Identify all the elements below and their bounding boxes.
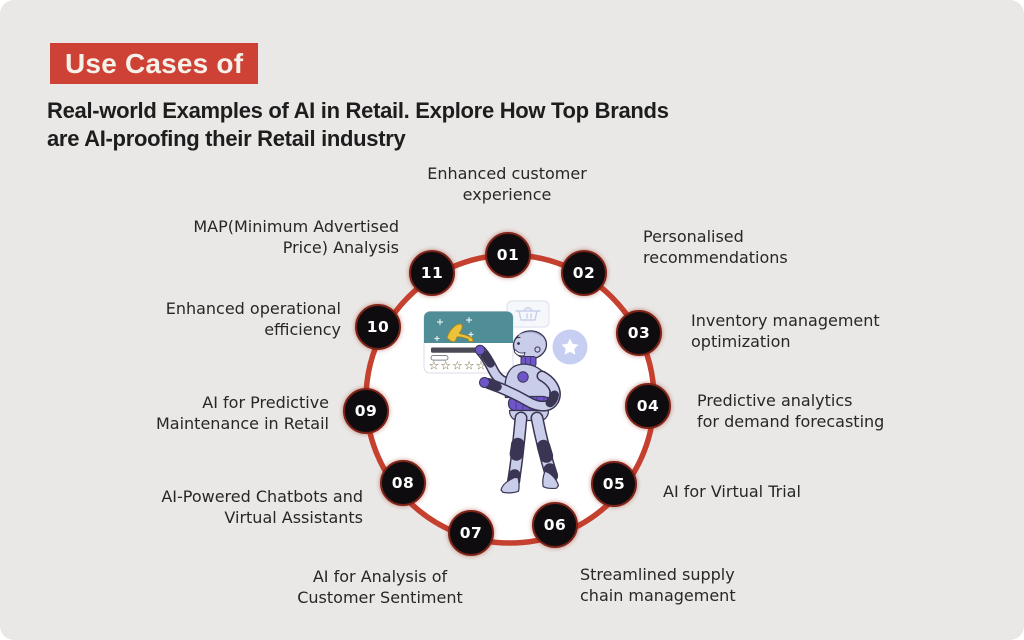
use-case-node-06: 06 xyxy=(532,502,578,548)
use-case-label-07: AI for Analysis of Customer Sentiment xyxy=(297,567,463,607)
use-case-node-07: 07 xyxy=(448,510,494,556)
page-title: Real-world Examples of AI in Retail. Exp… xyxy=(47,98,669,151)
use-case-node-03: 03 xyxy=(616,310,662,356)
robot-illustration xyxy=(474,330,561,494)
rating-stars-icon: ☆☆☆☆☆ xyxy=(429,359,488,373)
use-case-node-05: 05 xyxy=(591,461,637,507)
use-case-node-08: 08 xyxy=(380,460,426,506)
use-case-node-11: 11 xyxy=(409,250,455,296)
use-case-label-10: Enhanced operational efficiency xyxy=(165,299,341,339)
use-case-node-09: 09 xyxy=(343,388,389,434)
use-case-label-02: Personalised recommendations xyxy=(643,227,788,267)
use-case-node-01: 01 xyxy=(485,232,531,278)
use-case-label-09: AI for Predictive Maintenance in Retail xyxy=(155,393,329,433)
use-case-label-01: Enhanced customer experience xyxy=(427,164,587,204)
use-case-label-03: Inventory management optimization xyxy=(691,311,880,351)
use-case-label-06: Streamlined supply chain management xyxy=(580,565,736,605)
use-case-node-04: 04 xyxy=(625,383,671,429)
use-case-label-11: MAP(Minimum Advertised Price) Analysis xyxy=(193,217,399,257)
use-case-label-05: AI for Virtual Trial xyxy=(663,482,801,501)
product-card: ☆☆☆☆☆ xyxy=(423,311,514,374)
high-heel-shoe-icon xyxy=(446,323,474,343)
use-case-label-08: AI-Powered Chatbots and Virtual Assistan… xyxy=(161,487,363,527)
use-case-node-10: 10 xyxy=(355,304,401,350)
use-case-node-02: 02 xyxy=(561,250,607,296)
star-badge-icon xyxy=(552,329,588,365)
use-case-label-04: Predictive analytics for demand forecast… xyxy=(697,391,885,431)
title-badge: Use Cases of xyxy=(50,43,259,84)
